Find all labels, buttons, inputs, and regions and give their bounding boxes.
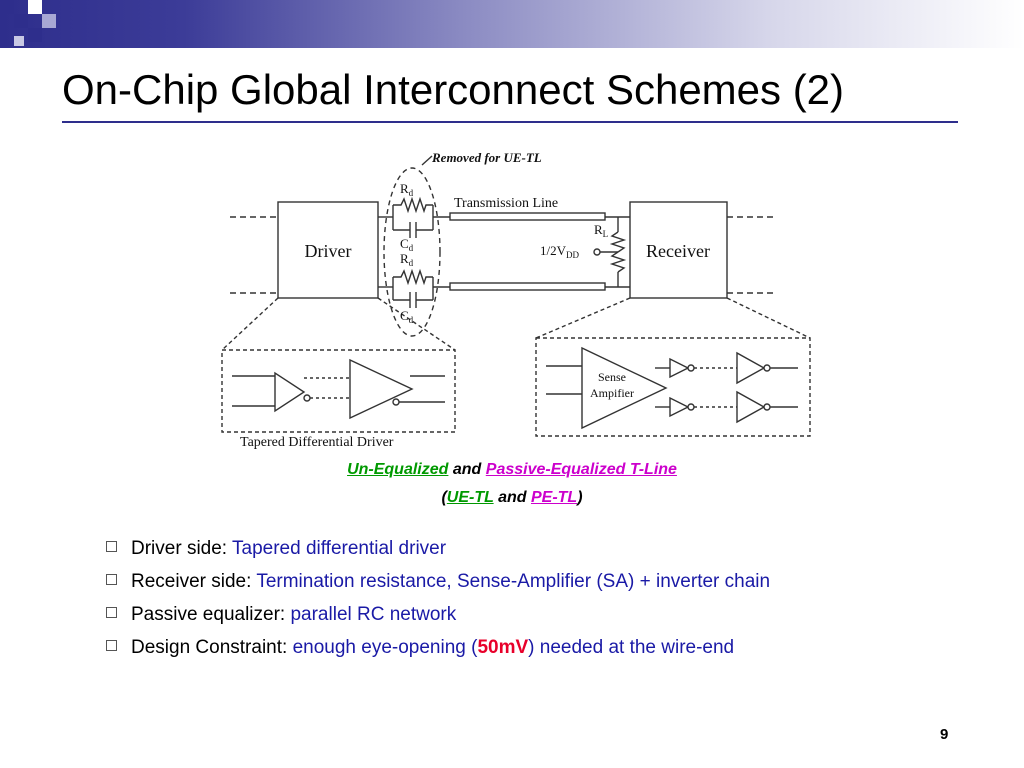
bullet-label: Receiver side: xyxy=(131,571,257,592)
logo-square-5 xyxy=(28,28,42,42)
top-color-band xyxy=(0,0,1024,48)
tapered-driver-box xyxy=(221,349,456,433)
logo-square-4 xyxy=(42,14,56,28)
bullet-value-b: ) needed at the wire-end xyxy=(528,637,735,658)
sense-amplifier-label-2: Ampifier xyxy=(590,386,634,400)
square-bullet-icon xyxy=(106,541,117,552)
bullet-item: Receiver side: Termination resistance, S… xyxy=(106,568,770,601)
tline-bottom xyxy=(449,282,606,291)
inverter-1-top-bubble xyxy=(687,364,695,372)
inverter-2-top xyxy=(736,351,766,385)
bullet-label: Passive equalizer: xyxy=(131,604,291,625)
bullet-value: parallel RC network xyxy=(290,604,457,625)
logo-square-2 xyxy=(14,14,28,28)
inverter-1-bottom xyxy=(669,396,690,418)
receiver-box xyxy=(629,201,728,299)
cd-bottom-label: Cd xyxy=(400,308,414,325)
caption-line-2: (UE-TL and PE-TL) xyxy=(0,489,1024,507)
inverter-1-top xyxy=(669,357,690,379)
caption-pe-label: Passive-Equalized T-Line xyxy=(485,461,677,478)
bullet-value: Termination resistance, Sense-Amplifier … xyxy=(256,571,771,592)
caption-and-1: and xyxy=(452,461,482,478)
td-buffer-small xyxy=(274,371,306,413)
bullet-item: Passive equalizer: parallel RC network xyxy=(106,601,770,634)
rd-bottom-label: Rd xyxy=(400,251,414,268)
vdd-label: 1/2VDD xyxy=(540,243,579,260)
zoom-left-a xyxy=(221,297,279,351)
page-number: 9 xyxy=(940,726,949,743)
caption-ue-abbr: UE-TL xyxy=(446,489,494,506)
td-buffer-small-bubble xyxy=(303,394,311,402)
rl-label: RL xyxy=(594,222,608,239)
circuit-diagram: Removed for UE-TL Driver Receiver Transm… xyxy=(221,150,811,450)
tapered-driver-label: Tapered Differential Driver xyxy=(240,435,394,450)
inverter-2-bottom xyxy=(736,390,766,424)
bullet-label: Design Constraint: xyxy=(131,637,293,658)
bullet-label: Driver side: xyxy=(131,538,233,559)
logo-square-1 xyxy=(0,0,14,14)
inverter-1-bottom-bubble xyxy=(687,403,695,411)
logo-square-3 xyxy=(28,0,42,14)
rl-bottom-resistor xyxy=(609,251,627,273)
square-bullet-icon xyxy=(106,607,117,618)
inverter-2-top-bubble xyxy=(763,364,771,372)
cd-top-label: Cd xyxy=(400,236,414,253)
bullet-value: Tapered differential driver xyxy=(232,538,447,559)
rl-top-resistor xyxy=(609,231,627,253)
bullet-list: Driver side: Tapered differential driver… xyxy=(106,535,770,667)
rd-top-label: Rd xyxy=(400,181,414,198)
driver-box xyxy=(277,201,379,299)
tline-label: Transmission Line xyxy=(454,196,558,211)
receiver-label: Receiver xyxy=(646,241,710,261)
logo-square-6 xyxy=(14,36,24,46)
zoom-left-b xyxy=(377,297,456,351)
driver-label: Driver xyxy=(305,241,352,261)
caption-open-paren: ( xyxy=(441,489,447,506)
zoom-right-b xyxy=(726,297,811,339)
tline-top xyxy=(449,212,606,221)
bullet-item: Driver side: Tapered differential driver xyxy=(106,535,770,568)
td-buffer-large-bubble xyxy=(392,398,400,406)
removed-ellipse xyxy=(383,167,441,337)
receiver-detail-box xyxy=(535,337,811,437)
removed-pointer xyxy=(421,155,433,166)
removed-label: Removed for UE-TL xyxy=(431,150,542,165)
caption-close-paren: ) xyxy=(577,489,583,506)
bullet-item: Design Constraint: enough eye-opening (5… xyxy=(106,634,770,667)
title-underline xyxy=(62,121,958,123)
bullet-value-a: enough eye-opening ( xyxy=(292,637,478,658)
square-bullet-icon xyxy=(106,574,117,585)
square-bullet-icon xyxy=(106,640,117,651)
caption-ue-label: Un-Equalized xyxy=(347,461,449,478)
sense-amplifier-label-1: Sense xyxy=(598,370,626,384)
inverter-2-bottom-bubble xyxy=(763,403,771,411)
caption-and-2: and xyxy=(498,489,527,506)
vdd-node xyxy=(593,248,601,256)
bullet-highlight: 50mV xyxy=(477,637,529,658)
caption-line-1: Un-Equalized and Passive-Equalized T-Lin… xyxy=(0,461,1024,479)
sense-amplifier-triangle xyxy=(581,346,668,430)
rd-top-resistor xyxy=(393,196,433,214)
zoom-right-a xyxy=(535,297,631,339)
caption-pe-abbr: PE-TL xyxy=(530,489,578,506)
td-buffer-large xyxy=(349,358,414,420)
rd-bottom-resistor xyxy=(393,268,433,286)
slide-title: On-Chip Global Interconnect Schemes (2) xyxy=(62,66,845,113)
